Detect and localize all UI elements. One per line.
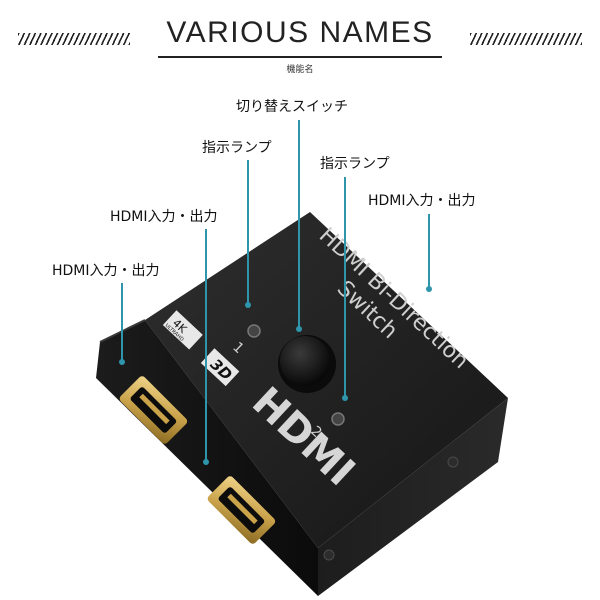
leader-dot-switch-button (296, 326, 302, 332)
callout-hdmi-port-middle: HDMI入力・出力 (110, 209, 218, 225)
leader-line-hdmi-port-right (428, 214, 430, 290)
leader-dot-hdmi-port-left (119, 359, 125, 365)
callout-indicator-lamp-1: 指示ランプ (202, 140, 272, 156)
header: VARIOUS NAMES 機能名 (0, 10, 600, 75)
leader-dot-indicator-lamp-2 (342, 395, 348, 401)
leader-line-hdmi-port-left (121, 283, 123, 363)
leader-dot-indicator-lamp-1 (245, 302, 251, 308)
hdmi-port-right (207, 476, 276, 544)
screw-icon (447, 456, 459, 468)
callout-indicator-lamp-2: 指示ランプ (320, 156, 390, 172)
page-title: VARIOUS NAMES (166, 16, 434, 49)
indicator-lamp-2 (331, 412, 345, 426)
callout-hdmi-port-left: HDMI入力・出力 (52, 263, 160, 279)
hdmi-port-left (119, 376, 188, 444)
leader-line-switch-button (298, 120, 300, 330)
switch-button (280, 336, 330, 386)
callout-hdmi-port-right: HDMI入力・出力 (368, 193, 476, 209)
screw-icon (323, 549, 335, 561)
leader-dot-hdmi-port-right (426, 286, 432, 292)
leader-line-indicator-lamp-1 (247, 160, 249, 306)
hatch-decoration-left (18, 33, 130, 45)
hatch-decoration-right (470, 33, 582, 45)
page-subtitle: 機能名 (286, 65, 314, 75)
leader-line-hdmi-port-middle (205, 229, 207, 463)
callout-switch-button: 切り替えスイッチ (236, 99, 348, 115)
title-underline (158, 56, 442, 58)
device-side-face (318, 398, 508, 596)
leader-dot-hdmi-port-middle (203, 459, 209, 465)
leader-line-indicator-lamp-2 (344, 177, 346, 399)
indicator-lamp-1 (247, 324, 261, 338)
